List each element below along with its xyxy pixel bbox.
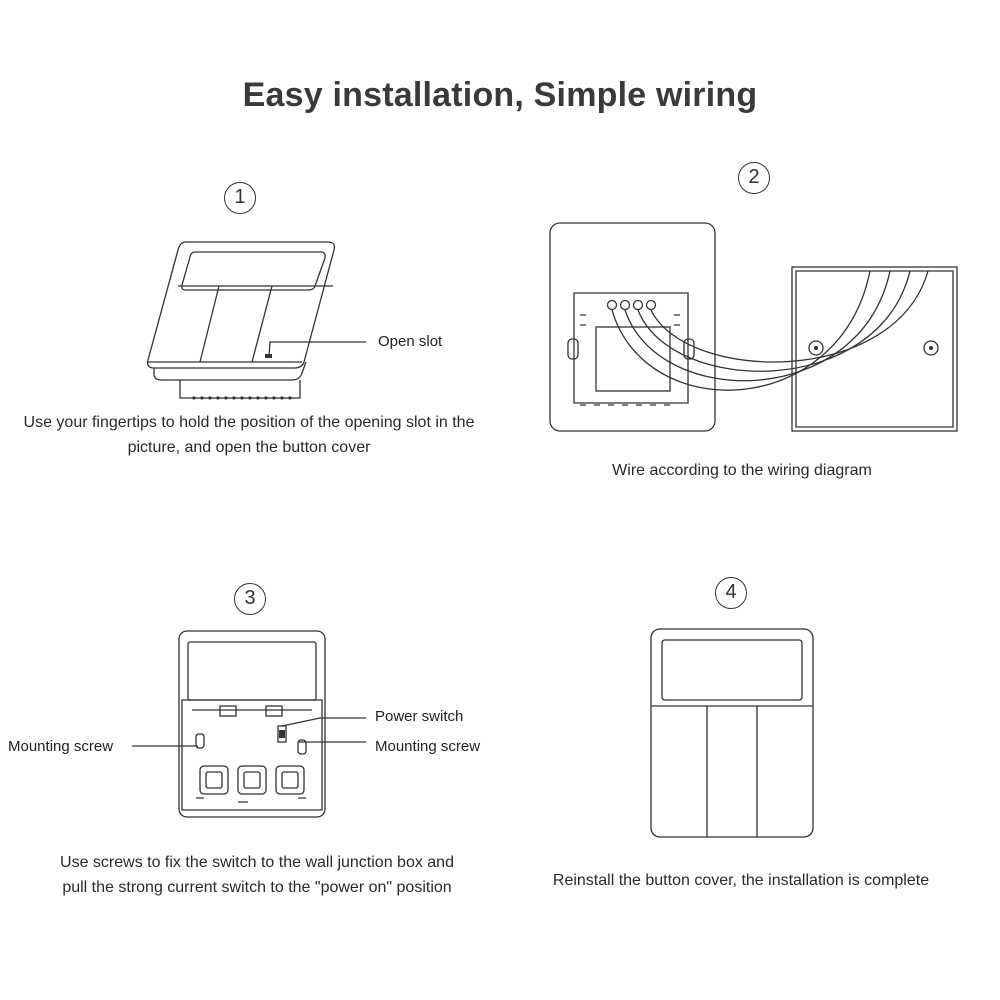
step-3-caption-line-1: Use screws to fix the switch to the wall… bbox=[60, 854, 454, 871]
wiring-diagram-illustration bbox=[549, 222, 958, 432]
step-2-caption: Wire according to the wiring diagram bbox=[612, 462, 872, 479]
step-1-number-badge: 1 bbox=[224, 182, 256, 214]
step-1-caption-line-2: picture, and open the button cover bbox=[127, 439, 371, 456]
open-slot-label: Open slot bbox=[378, 333, 443, 350]
switch-assembled-illustration bbox=[650, 628, 814, 838]
step-2-number-badge: 2 bbox=[738, 162, 770, 194]
step-3-caption-line-2: pull the strong current switch to the "p… bbox=[62, 879, 452, 896]
switch-panel-angled-illustration bbox=[146, 241, 366, 400]
switch-mounted-open-illustration bbox=[178, 630, 326, 818]
step-4-number-badge: 4 bbox=[715, 577, 747, 609]
step-1-caption: Use your fingertips to hold the position… bbox=[0, 410, 498, 460]
step-3-caption: Use screws to fix the switch to the wall… bbox=[20, 850, 494, 900]
power-switch-label: Power switch bbox=[375, 708, 464, 725]
mounting-screw-right-label: Mounting screw bbox=[375, 738, 481, 755]
step-3-number-badge: 3 bbox=[234, 583, 266, 615]
step-1-caption-line-1: Use your fingertips to hold the position… bbox=[23, 414, 475, 431]
step-4-caption: Reinstall the button cover, the installa… bbox=[552, 872, 930, 889]
page-title: Easy installation, Simple wiring bbox=[242, 76, 758, 114]
mounting-screw-left-label: Mounting screw bbox=[8, 738, 114, 755]
